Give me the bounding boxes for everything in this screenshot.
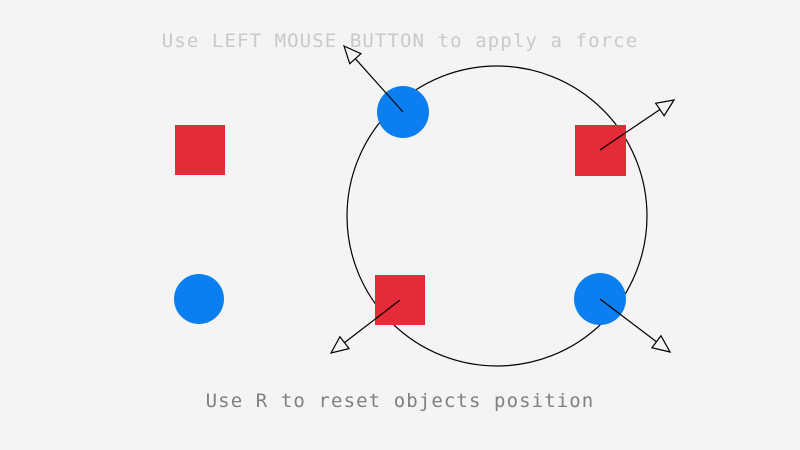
hint-text-mouse-force: Use LEFT MOUSE BUTTON to apply a force: [161, 30, 639, 52]
force-vector-up-left: [343, 44, 404, 113]
hint-text-reset-key: Use R to reset objects position: [205, 390, 595, 412]
force-vector-down-left: [329, 299, 401, 354]
body-square-top-left[interactable]: [175, 125, 225, 175]
force-vector-up-right: [599, 99, 676, 151]
constraint-circle: [346, 65, 648, 367]
body-square-top-right[interactable]: [575, 125, 626, 176]
force-vector-down-right: [599, 298, 672, 353]
body-circle-bottom-left[interactable]: [174, 274, 224, 324]
